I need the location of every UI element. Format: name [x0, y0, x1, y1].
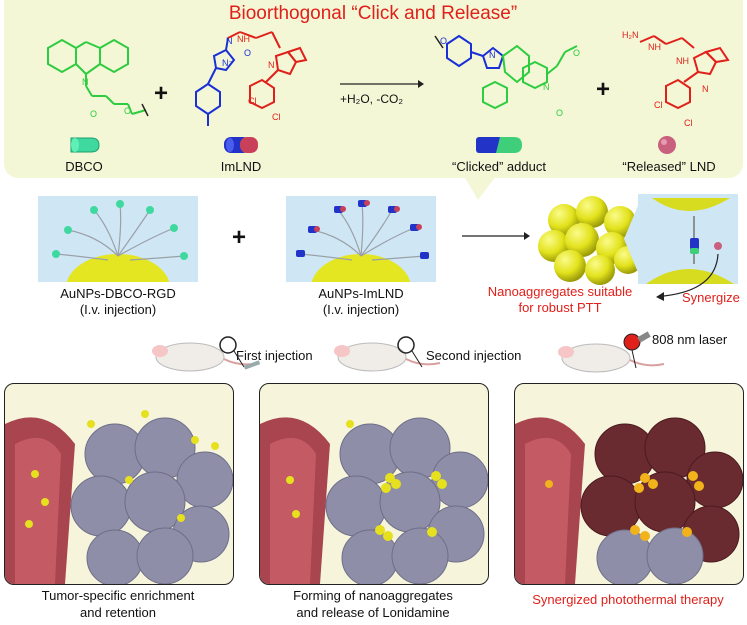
reaction-arrow	[340, 80, 424, 88]
aunp-imlnd-illustration	[296, 200, 429, 282]
tumor-illustration-2	[260, 417, 488, 584]
atom-n-minus: N⁻	[222, 58, 234, 68]
aggregate-label-line1: Nanoaggregates suitable	[487, 284, 633, 299]
atom-o: O	[573, 48, 581, 58]
atom-cl: Cl	[272, 112, 281, 122]
np2-panel	[286, 196, 436, 282]
np1-label-line1: AuNPs-DBCO-RGD	[60, 286, 176, 301]
dbco-label: DBCO	[65, 159, 103, 174]
clicked-adduct-structure	[434, 34, 578, 110]
mouse-icon	[152, 336, 261, 372]
atom-nh: NH	[237, 34, 250, 44]
atom-n: N	[489, 50, 496, 60]
imlnd-structure	[195, 31, 308, 126]
zoom-illustration	[646, 198, 734, 284]
aggregation-arrow	[462, 232, 530, 240]
atom-cl: Cl	[654, 100, 663, 110]
laser-label: 808 nm laser	[652, 332, 728, 347]
caption-2-line2: and release of Lonidamine	[296, 605, 450, 620]
second-injection-label: Second injection	[426, 348, 522, 363]
np2-label-line1: AuNPs-ImLND	[318, 286, 404, 301]
np1-panel	[38, 196, 198, 282]
imlnd-icon	[224, 137, 258, 153]
synergize-label: Synergize	[682, 290, 740, 305]
atom-o: O	[244, 48, 252, 58]
np2-label-line2: (I.v. injection)	[322, 302, 400, 317]
np1-label-line2: (I.v. injection)	[79, 302, 157, 317]
dbco-icon	[70, 137, 100, 153]
reaction-conditions: +H₂O, -CO₂	[340, 92, 403, 106]
tumor-panel-2	[259, 383, 489, 585]
released-lnd-label: “Released” LND	[622, 159, 716, 174]
first-injection-label: First injection	[236, 348, 313, 363]
aunp-dbco-illustration	[52, 200, 188, 282]
atom-o: O	[556, 108, 564, 118]
plus-sign: +	[232, 224, 247, 251]
nanoaggregate-cluster	[538, 196, 642, 285]
callout-pointer	[464, 176, 496, 200]
atom-nh: NH	[676, 56, 689, 66]
zoom-panel	[638, 194, 738, 284]
dbco-structure	[47, 38, 149, 117]
atom-o: O	[124, 106, 132, 116]
atom-o: O	[90, 109, 98, 119]
released-lnd-icon	[658, 136, 676, 154]
atom-nh: NH	[648, 42, 661, 52]
synergize-arrow	[656, 253, 719, 301]
reaction-panel	[4, 0, 743, 178]
tumor-panel-1	[4, 383, 234, 585]
zoom-wedge	[624, 196, 642, 282]
caption-2-line1: Forming of nanoaggregates	[293, 588, 453, 603]
plus-sign: +	[596, 76, 611, 103]
atom-n: N	[82, 77, 89, 87]
atom-n: N	[226, 36, 233, 46]
tumor-panel-3	[514, 383, 744, 585]
atom-h2n: H₂N	[622, 30, 639, 40]
released-lnd-structure	[639, 35, 730, 110]
atom-cl: Cl	[684, 118, 693, 128]
tumor-illustration-1	[5, 410, 233, 584]
imlnd-label: ImLND	[220, 159, 262, 174]
tumor-illustration-3	[515, 417, 743, 584]
atom-o: O	[440, 36, 448, 46]
atom-n: N	[268, 60, 275, 70]
atom-cl: Cl	[248, 96, 257, 106]
atom-n: N	[702, 84, 709, 94]
mouse-icon	[334, 336, 441, 372]
aggregate-label-line2: for robust PTT	[518, 300, 602, 315]
atom-n: N	[543, 82, 550, 92]
clicked-adduct-label: “Clicked” adduct	[452, 159, 546, 174]
caption-1-line1: Tumor-specific enrichment	[41, 588, 195, 603]
figure-title: Bioorthogonal “Click and Release”	[228, 3, 518, 24]
caption-3: Synergized photothermal therapy	[532, 592, 724, 607]
caption-1-line2: and retention	[80, 605, 156, 620]
clicked-adduct-icon	[476, 137, 522, 153]
mouse-icon	[558, 331, 665, 373]
plus-sign: +	[154, 80, 169, 107]
